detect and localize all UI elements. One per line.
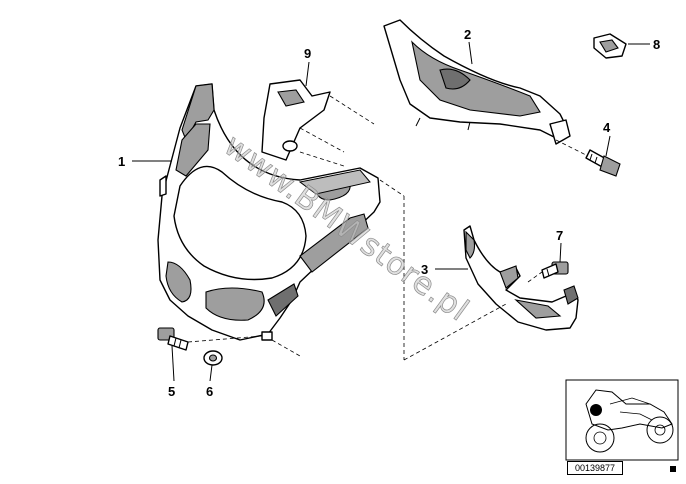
- part-4-bolt[interactable]: [585, 149, 621, 177]
- part-8-clip-nut[interactable]: [593, 33, 627, 59]
- callout-2-label: 2: [464, 27, 471, 42]
- callout-9-label: 9: [304, 46, 311, 61]
- callout-8: 8: [628, 37, 660, 52]
- part-2-upper-cowl[interactable]: [383, 19, 571, 145]
- callout-3: 3: [421, 262, 468, 277]
- callout-9: 9: [304, 46, 311, 87]
- callout-5: 5: [168, 345, 175, 399]
- callout-4: 4: [603, 120, 611, 157]
- callout-1-label: 1: [118, 154, 125, 169]
- callout-6-label: 6: [206, 384, 213, 399]
- callout-3-label: 3: [421, 262, 428, 277]
- part-1-front-fairing[interactable]: [157, 83, 381, 341]
- part-5-screw[interactable]: [157, 327, 189, 351]
- part-6-washer[interactable]: [203, 350, 223, 366]
- location-marker: [590, 404, 602, 416]
- callout-1: 1: [118, 154, 172, 169]
- callout-8-label: 8: [653, 37, 660, 52]
- corner-marker: [670, 466, 676, 472]
- reference-number: 00139877: [567, 461, 623, 475]
- part-7-bolt[interactable]: [541, 261, 569, 279]
- assembly-lines: [187, 95, 589, 361]
- callout-5-label: 5: [168, 384, 175, 399]
- callout-4-label: 4: [603, 120, 611, 135]
- callout-6: 6: [206, 364, 213, 399]
- locator-thumbnail: [565, 379, 679, 461]
- callout-2: 2: [464, 27, 473, 65]
- callout-7: 7: [556, 228, 563, 263]
- part-9-bracket[interactable]: [261, 79, 331, 161]
- callout-7-label: 7: [556, 228, 563, 243]
- part-3-lower-trim[interactable]: [463, 225, 579, 331]
- motorcycle-icon: [585, 389, 674, 453]
